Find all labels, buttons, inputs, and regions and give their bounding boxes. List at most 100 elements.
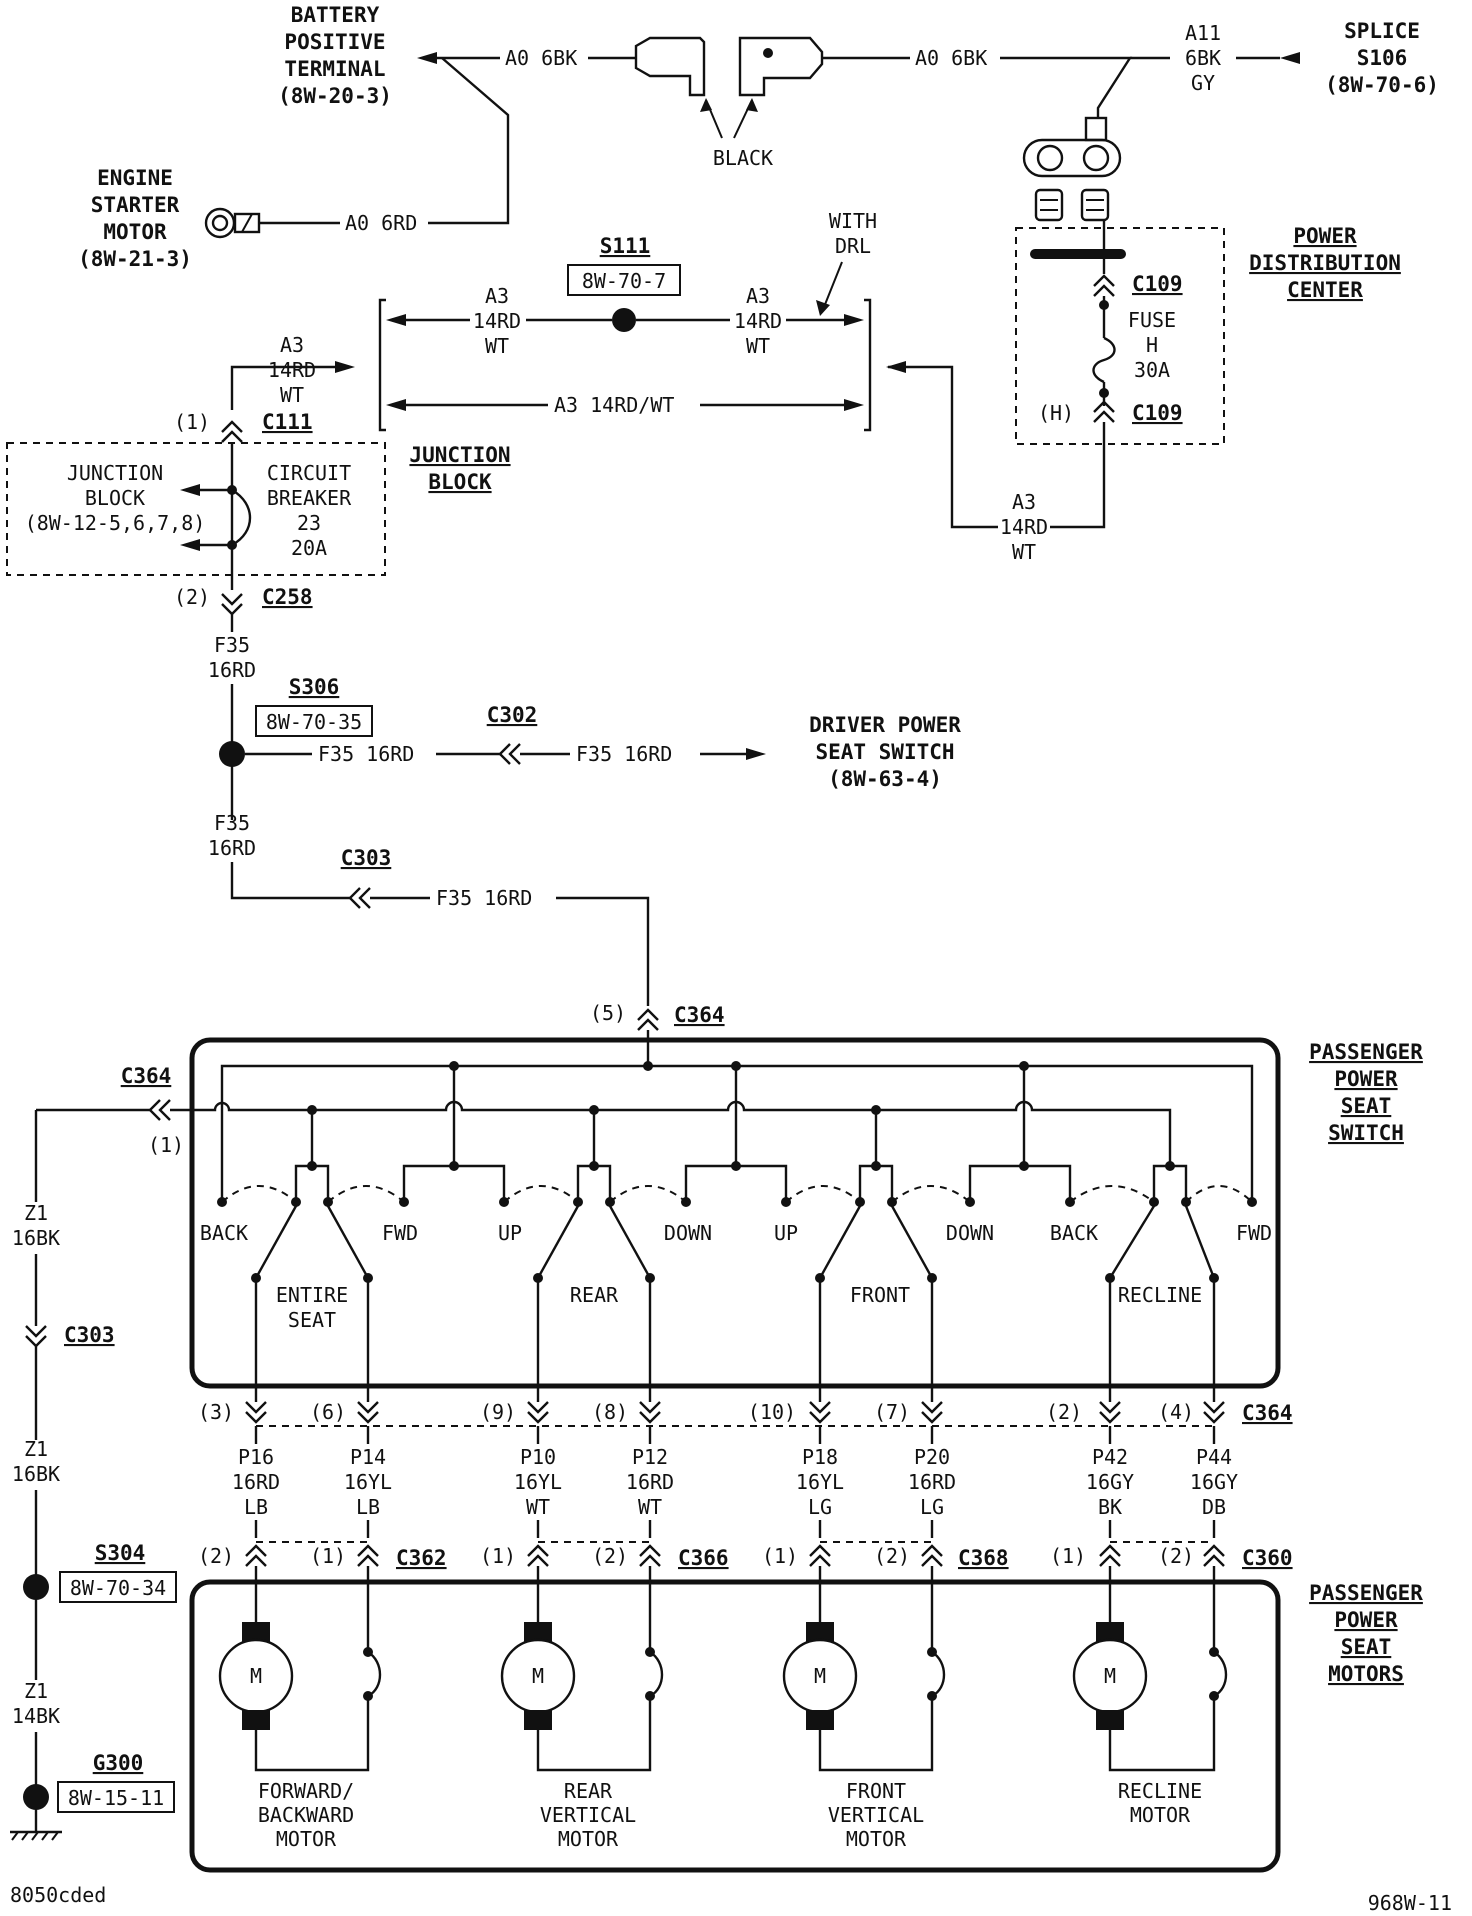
s111-ref: 8W-70-7 <box>582 269 666 293</box>
g300-ref-box <box>57 1781 175 1813</box>
a11-l1: A11 <box>1185 21 1221 45</box>
starter-line2: STARTER <box>91 193 180 217</box>
starter-terminal-icon <box>204 207 261 239</box>
bracket-right <box>864 298 872 432</box>
z1-top-l1: Z1 <box>24 1201 48 1225</box>
a3-right-l3: WT <box>746 334 770 358</box>
with-drl-l1: WITH <box>829 209 877 233</box>
cb-l3: 23 <box>297 511 321 535</box>
c364-left-connector-icon <box>148 1099 171 1121</box>
jb-title-l1: JUNCTION <box>409 443 510 467</box>
c366-pin-a: (1) <box>480 1544 516 1568</box>
wire-1-l2: 16RD <box>232 1470 280 1494</box>
a3-bottom-label: A3 14RD/WT <box>554 393 674 417</box>
motors-title: PASSENGER POWER SEAT MOTORS <box>1309 1581 1423 1686</box>
wire-a0-right-label: A0 6BK <box>915 46 987 70</box>
starter-line3: MOTOR <box>103 220 167 244</box>
wire-3-l3: WT <box>526 1495 550 1519</box>
c366-pin-b: (2) <box>592 1544 628 1568</box>
wire-2-l1: P14 <box>350 1445 386 1469</box>
motor-front-vertical-icon <box>782 1566 946 1772</box>
wire-4-l3: WT <box>638 1495 662 1519</box>
c364-bottom-connectors <box>245 1401 1225 1424</box>
wire-2-l2: 16YL <box>344 1470 392 1494</box>
a3-left-l2: 14RD <box>473 309 521 333</box>
s111-splice-dot <box>612 308 636 332</box>
motors-title-l1: PASSENGER <box>1309 1581 1423 1605</box>
motor-1-l2: BACKWARD <box>258 1803 354 1827</box>
g300-ground-dot <box>23 1784 49 1810</box>
c109-bottom-label: C109 <box>1132 401 1183 425</box>
s111-ref-box <box>567 264 681 296</box>
motor-connectors-icons <box>245 1544 1225 1567</box>
a3-jb-l2: 14RD <box>268 358 316 382</box>
switch-title: PASSENGER POWER SEAT SWITCH <box>1309 1040 1423 1145</box>
a3-jb-l1: A3 <box>280 333 304 357</box>
starter-line1: ENGINE <box>97 166 173 190</box>
z1-top-l2: 16BK <box>12 1226 60 1250</box>
s306-splice-dot <box>219 741 245 767</box>
c362-pin-a: (2) <box>198 1544 234 1568</box>
motor-1-l1: FORWARD/ <box>258 1779 354 1803</box>
motor-2-l1: REAR <box>564 1779 613 1803</box>
arrow-to-driver-switch-icon <box>746 748 766 760</box>
motor-3-m: M <box>814 1664 826 1688</box>
motor-recline-icon <box>1072 1566 1228 1772</box>
c364-pin-10: (10) <box>748 1400 796 1424</box>
motor-4-l2: MOTOR <box>1130 1803 1191 1827</box>
bracket-left <box>378 298 386 432</box>
c368-pin-b: (2) <box>874 1544 910 1568</box>
s304-ref: 8W-70-34 <box>70 1576 166 1600</box>
c364-pin-8: (8) <box>592 1400 628 1424</box>
wire-5-l1: P18 <box>802 1445 838 1469</box>
s304-splice-dot <box>23 1574 49 1600</box>
c364-bottom-label: C364 <box>1242 1401 1293 1425</box>
a3-right-l2: 14RD <box>734 309 782 333</box>
arrow-to-battery-icon <box>417 52 437 64</box>
wire-1-l3: LB <box>244 1495 268 1519</box>
fuse-l2: H <box>1146 333 1158 357</box>
c360-pin-b: (2) <box>1158 1544 1194 1568</box>
junction-block-box <box>6 442 386 576</box>
c362-pin-b: (1) <box>310 1544 346 1568</box>
switch-ground-bus <box>170 1100 1172 1166</box>
motor-2-m: M <box>532 1664 544 1688</box>
switch-title-l4: SWITCH <box>1328 1121 1404 1145</box>
z1-mid-l2: 16BK <box>12 1462 60 1486</box>
wire-5-l2: 16YL <box>796 1470 844 1494</box>
arrow-to-splice-icon <box>1280 52 1300 64</box>
wire-6-l3: LG <box>920 1495 944 1519</box>
jb-inner-l1: JUNCTION <box>67 461 163 485</box>
splice-line2: S106 <box>1357 46 1408 70</box>
c368-label: C368 <box>958 1546 1009 1570</box>
z1-bot-l1: Z1 <box>24 1679 48 1703</box>
motor-1-l3: MOTOR <box>276 1827 337 1851</box>
motor-2-l3: MOTOR <box>558 1827 619 1851</box>
switch-title-l2: POWER <box>1334 1067 1398 1091</box>
group-rear: REAR <box>570 1283 619 1307</box>
splice-s106-label: SPLICE S106 (8W-70-6) <box>1325 19 1439 97</box>
battery-line1: BATTERY <box>291 3 380 27</box>
passenger-seat-switch-box <box>189 1037 1281 1389</box>
motor-3-l1: FRONT <box>846 1779 906 1803</box>
motors-title-l3: SEAT <box>1341 1635 1392 1659</box>
z1-mid-l1: Z1 <box>24 1437 48 1461</box>
pdc-box <box>1015 227 1225 445</box>
c111-connector-icon <box>221 420 243 443</box>
switch-label-back-1: BACK <box>200 1221 248 1245</box>
c364-pin-2: (2) <box>1046 1400 1082 1424</box>
c364-pin-7: (7) <box>874 1400 910 1424</box>
switch-contacts <box>217 1185 1257 1207</box>
group-recline: RECLINE <box>1118 1283 1202 1307</box>
motor-3-l2: VERTICAL <box>828 1803 924 1827</box>
fuse-icon <box>1092 336 1116 384</box>
battery-line2: POSITIVE <box>284 30 385 54</box>
with-drl-arrow-icon <box>816 300 830 316</box>
wire-5-l3: LG <box>808 1495 832 1519</box>
motors-title-l4: MOTORS <box>1328 1662 1404 1686</box>
pdc-l3: CENTER <box>1287 278 1363 302</box>
c302-connector-icon <box>498 743 521 765</box>
a3-pdc-l3: WT <box>1012 540 1036 564</box>
footer-right: 968W-11 <box>1368 1891 1452 1915</box>
